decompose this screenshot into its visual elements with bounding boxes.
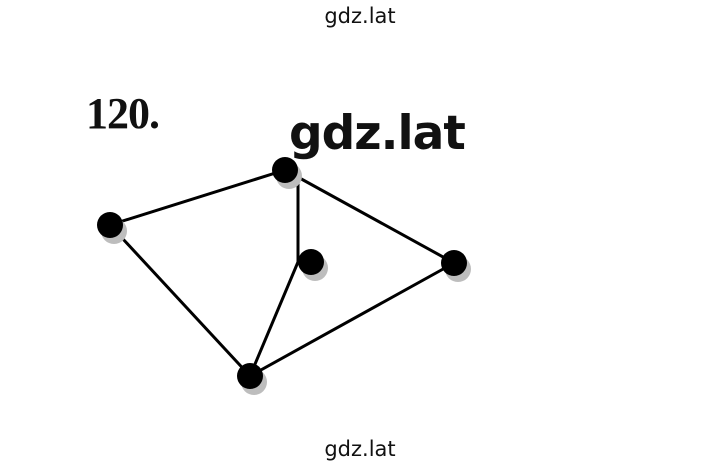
edge-d-e — [248, 261, 300, 377]
vertex-e — [237, 363, 267, 395]
vertex-d — [298, 249, 328, 281]
edge-a-e — [108, 223, 252, 378]
edge-b-c — [284, 168, 455, 265]
vertex-b — [272, 157, 302, 189]
edges-layer — [108, 168, 455, 378]
watermark-center: gdz.lat — [289, 106, 466, 161]
vertices-layer — [97, 157, 471, 395]
edge-a-b — [109, 168, 286, 227]
vertex-c — [441, 250, 471, 282]
problem-number: 120. — [86, 89, 160, 138]
watermark-top: gdz.lat — [324, 4, 396, 28]
watermark-bottom: gdz.lat — [324, 437, 396, 461]
edge-c-e — [249, 261, 455, 378]
vertex-a — [97, 212, 127, 244]
